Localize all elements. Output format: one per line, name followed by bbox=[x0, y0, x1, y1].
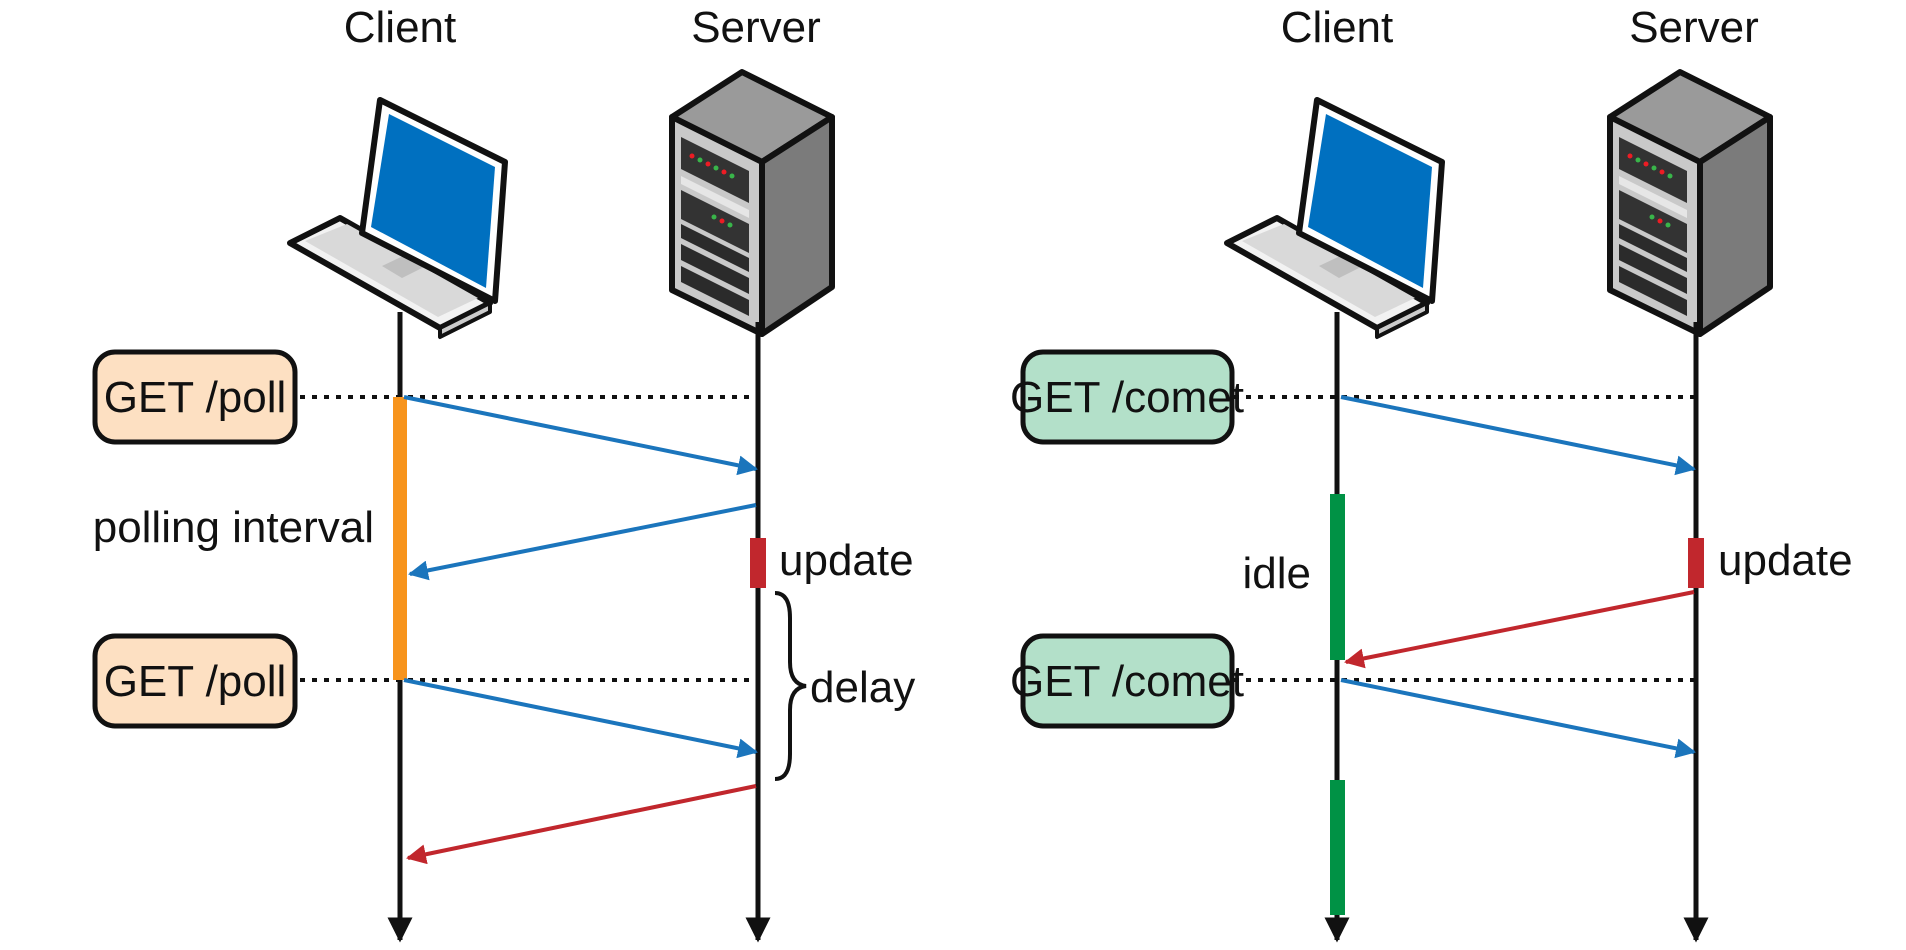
update-label: update bbox=[1718, 536, 1853, 585]
update-response-arrow bbox=[406, 784, 757, 865]
response-arrow bbox=[408, 503, 757, 581]
server-heading: Server bbox=[691, 3, 821, 52]
request-arrow bbox=[403, 678, 758, 759]
update-label: update bbox=[779, 536, 914, 585]
update-marker bbox=[750, 538, 766, 588]
request-arrow bbox=[1340, 395, 1696, 476]
idle-bar bbox=[1330, 780, 1345, 915]
svg-text:GET /poll: GET /poll bbox=[104, 373, 287, 422]
idle-label: idle bbox=[1243, 549, 1312, 598]
update-marker bbox=[1688, 538, 1704, 588]
laptop-icon bbox=[1227, 100, 1442, 337]
request-arrow bbox=[403, 395, 758, 476]
comet-panel: Client Server GET /comet GET /comet idle… bbox=[1010, 3, 1853, 943]
svg-text:GET /comet: GET /comet bbox=[1010, 657, 1244, 706]
svg-text:GET /poll: GET /poll bbox=[104, 657, 287, 706]
request-pill: GET /comet bbox=[1010, 633, 1244, 729]
delay-label: delay bbox=[810, 663, 915, 712]
request-arrow bbox=[1340, 678, 1696, 759]
client-heading: Client bbox=[1281, 3, 1394, 52]
delay-brace bbox=[774, 591, 807, 781]
laptop-icon bbox=[290, 100, 505, 337]
update-response-arrow bbox=[1344, 590, 1695, 669]
polling-panel: Client Server GET /poll GET /poll pollin… bbox=[92, 3, 915, 943]
polling-interval-label: polling interval bbox=[93, 503, 374, 552]
svg-text:GET /comet: GET /comet bbox=[1010, 373, 1244, 422]
idle-bar bbox=[1330, 494, 1345, 660]
client-heading: Client bbox=[344, 3, 457, 52]
polling-interval-bar bbox=[393, 397, 407, 680]
server-heading: Server bbox=[1629, 3, 1759, 52]
request-pill: GET /poll bbox=[92, 349, 298, 445]
server-icon bbox=[672, 72, 832, 334]
request-pill: GET /poll bbox=[92, 633, 298, 729]
request-pill: GET /comet bbox=[1010, 349, 1244, 445]
server-icon bbox=[1610, 72, 1770, 334]
